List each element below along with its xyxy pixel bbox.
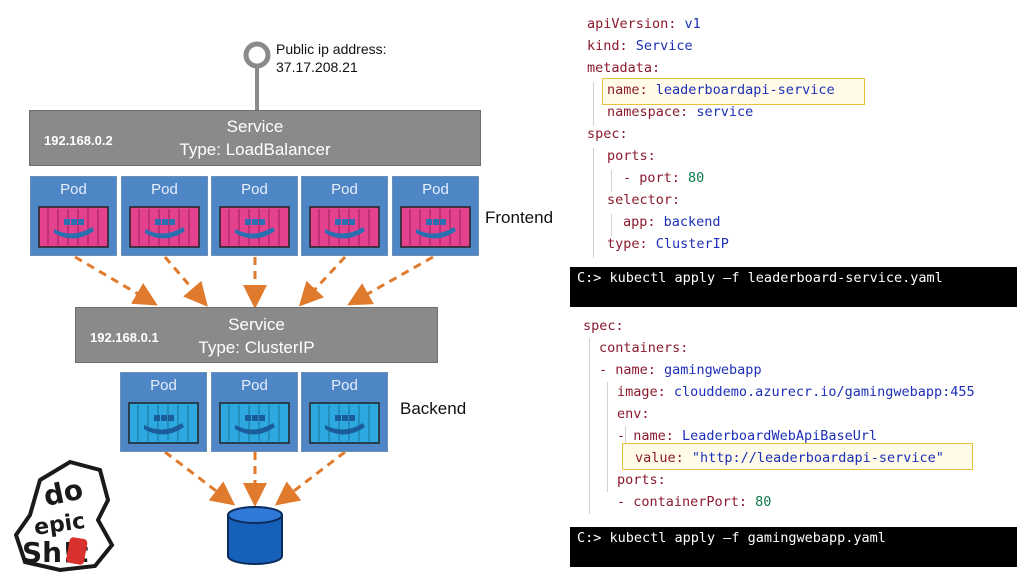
yaml-line: type: ClusterIP [607,236,729,252]
container-icon [219,402,290,444]
container-icon [309,402,380,444]
yaml-line: spec: [587,126,628,142]
public-ip-label: Public ip address: 37.17.208.21 [276,40,387,76]
yaml-line: metadata: [587,60,661,76]
yaml-line: value: "http://leaderboardapi-service" [635,450,944,466]
backend-pod: Pod [211,372,298,452]
public-ip-caption: Public ip address: [276,41,387,57]
frontend-pod: Pod [211,176,298,256]
yaml-line: apiVersion: v1 [587,16,701,32]
pod-label: Pod [151,181,178,198]
frontend-service-title: Service [226,117,284,136]
frontend-pod: Pod [30,176,117,256]
arrow-fe-1 [74,255,158,306]
arrow-be-1 [164,450,236,506]
pod-label: Pod [60,181,87,198]
highlight-env-value [622,443,973,470]
frontend-label: Frontend [485,208,554,227]
frontend-arrows [74,255,434,309]
pod-label: Pod [241,377,268,394]
backend-service-ip: 192.168.0.1 [90,330,159,345]
backend-service-type: Type: ClusterIP [198,338,315,357]
arrow-fe-5 [347,255,434,306]
yaml-line: name: leaderboardapi-service [607,82,835,98]
backend-service-title: Service [228,315,285,334]
database-icon [227,506,283,565]
arrow-fe-2 [163,256,208,307]
pod-label: Pod [331,181,358,198]
backend-label: Backend [400,399,467,418]
logo-line1: do [41,473,86,513]
yaml-line: ports: [607,148,656,164]
do-epic-shit-logo: do epic Sh!t [13,459,115,573]
yaml-line: kind: Service [587,38,693,54]
container-icon [38,206,109,248]
pod-label: Pod [422,181,449,198]
yaml-line: image: clouddemo.azurecr.io/gamingwebapp… [617,384,975,400]
pod-label: Pod [241,181,268,198]
yaml-line: containers: [599,340,689,356]
yaml-line: namespace: service [607,104,754,120]
public-ip-endpoint-icon [243,41,271,69]
yaml-line: - name: gamingwebapp [599,362,762,378]
yaml-line: env: [617,406,650,422]
frontend-service-box: 192.168.0.2 Service Type: LoadBalancer [29,110,481,166]
backend-arrows [164,450,346,507]
yaml-line: ports: [617,472,666,488]
yaml-line: app: backend [623,214,721,230]
arrow-be-3 [274,450,346,506]
pod-label: Pod [150,377,177,394]
frontend-pod: Pod [392,176,479,256]
highlight-service-name [602,78,865,105]
backend-service-box: 192.168.0.1 Service Type: ClusterIP [75,307,438,363]
yaml-line: - containerPort: 80 [617,494,772,510]
yaml-line: selector: [607,192,681,208]
command-terminal-1: C:> kubectl apply –f leaderboard-service… [570,267,1017,307]
frontend-pod: Pod [121,176,208,256]
container-icon [309,206,380,248]
yaml-line: spec: [583,318,624,334]
pod-label: Pod [331,377,358,394]
frontend-pod: Pod [301,176,388,256]
frontend-service-type: Type: LoadBalancer [179,140,331,159]
container-icon [129,206,200,248]
service-yaml-block: apiVersion: v1 kind: Service metadata: n… [587,14,1017,264]
yaml-line: - port: 80 [623,170,705,186]
deployment-yaml-block: spec: containers: - name: gamingwebapp i… [583,316,1019,516]
public-ip-value: 37.17.208.21 [276,59,358,75]
frontend-service-ip: 192.168.0.2 [44,133,113,148]
backend-pod: Pod [301,372,388,452]
command-terminal-2: C:> kubectl apply –f gamingwebapp.yaml [570,527,1017,567]
yaml-line: - name: LeaderboardWebApiBaseUrl [617,428,878,444]
container-icon [400,206,471,248]
container-icon [128,402,199,444]
arrow-fe-4 [298,255,347,307]
container-icon [219,206,290,248]
backend-pod: Pod [120,372,207,452]
